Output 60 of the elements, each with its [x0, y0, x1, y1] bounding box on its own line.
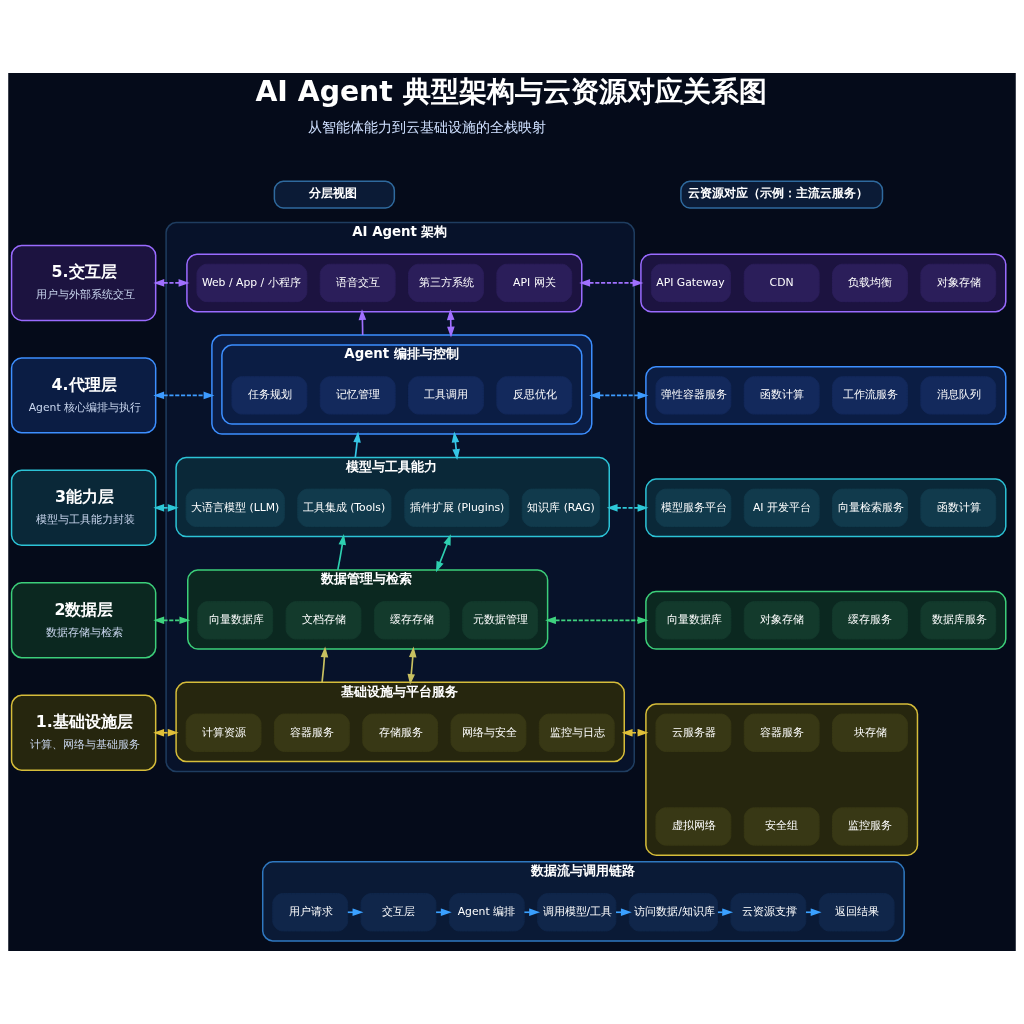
cluster: [640, 253, 1007, 313]
cluster: [645, 703, 919, 856]
node-box: 用户请求: [272, 893, 349, 932]
arrow: [717, 908, 734, 917]
node-box: 函数计算: [743, 376, 820, 415]
node-box: 任务规划: [231, 376, 308, 415]
label: 从智能体能力到云基础设施的全栈映射: [307, 119, 546, 136]
node-box: 3能力层 模型与工具能力封装: [10, 469, 157, 547]
arrow: [346, 908, 364, 917]
arrow: [153, 728, 179, 737]
node-box: 对象存储: [920, 263, 997, 303]
node-box: 4.代理层 Agent 核心编排与执行: [10, 357, 157, 434]
node-box: 2数据层 数据存储与检索: [10, 582, 157, 659]
node-box: 工具调用: [408, 376, 484, 415]
arrow: [337, 534, 347, 571]
node-box: Web / App / 小程序: [196, 263, 308, 303]
arrow: [153, 616, 191, 625]
node-box: Agent 编排: [448, 893, 525, 932]
arrow: [621, 728, 649, 737]
node-box: 工作流服务: [832, 376, 908, 415]
arrow: [615, 908, 632, 917]
node-box: 5.交互层 用户与外部系统交互: [10, 244, 157, 322]
node-box: 反思优化: [496, 376, 573, 415]
arrow: [435, 534, 451, 573]
node-box: 分层视图: [273, 180, 396, 209]
node-box: 返回结果: [818, 893, 895, 932]
arrow: [435, 908, 452, 917]
node-box: 1.基础设施层 计算、网络与基础服务: [10, 694, 157, 771]
node-box: CDN: [743, 263, 820, 303]
diagram-title: AI Agent 典型架构与云资源对应关系图: [255, 75, 767, 109]
arrow: [153, 279, 190, 287]
arrow: [579, 279, 644, 287]
node-box: 调用模型/工具: [537, 893, 617, 932]
node-box: 弹性容器服务: [655, 376, 732, 415]
node-box: API Gateway: [650, 263, 731, 303]
arrow: [805, 908, 822, 917]
arrow: [153, 391, 215, 400]
cluster: [186, 253, 583, 313]
arrow: [407, 646, 417, 685]
arrow: [523, 908, 541, 917]
node-box: 云资源对应（示例：主流云服务）: [680, 180, 884, 209]
arrow: [320, 646, 329, 684]
cluster: [645, 590, 1007, 650]
cluster: [645, 478, 1007, 538]
node-box: 消息队列: [920, 376, 997, 415]
arrow: [153, 504, 179, 512]
node-box: 记忆管理: [319, 376, 396, 415]
node-box: 第三方系统: [408, 263, 484, 303]
arrow: [606, 504, 649, 512]
arrow: [589, 391, 649, 400]
node-box: 云资源支撑: [730, 893, 807, 932]
arrow: [446, 309, 455, 338]
node-box: 语音交互: [319, 263, 396, 303]
node-box: 交互层: [360, 893, 437, 932]
node-box: API 网关: [496, 263, 573, 303]
arrow: [545, 616, 649, 625]
node-box: 负载均衡: [832, 263, 908, 303]
node-box: 访问数据/知识库: [628, 893, 718, 932]
cluster: [645, 365, 1007, 425]
cluster: [211, 334, 593, 435]
